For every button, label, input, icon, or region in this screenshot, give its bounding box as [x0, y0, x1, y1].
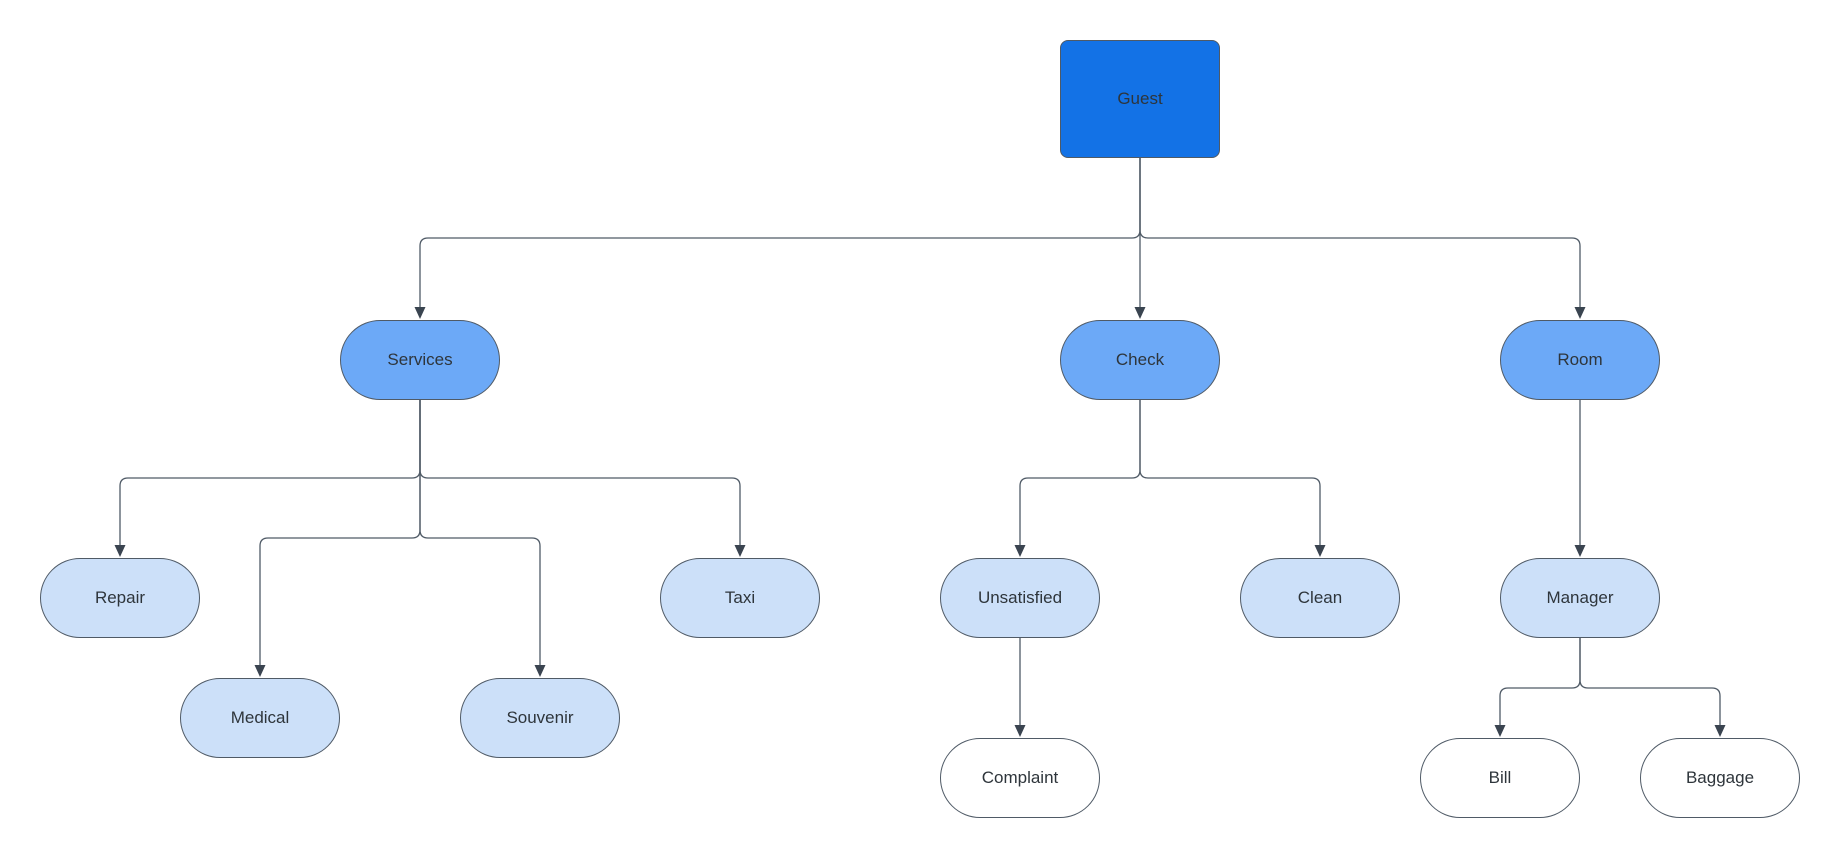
arrowhead-clean: [1314, 545, 1326, 557]
node-services: Services: [340, 320, 500, 400]
node-label: Check: [1115, 349, 1165, 369]
node-baggage: Baggage: [1640, 738, 1800, 818]
node-label: Souvenir: [506, 707, 574, 727]
node-label: Clean: [1297, 587, 1343, 607]
edge-check-unsatisfied: [1019, 400, 1141, 546]
node-label: Guest: [1117, 88, 1163, 108]
node-label: Medical: [230, 707, 290, 727]
node-unsatisfied: Unsatisfied: [940, 558, 1100, 638]
arrowhead-medical: [254, 665, 266, 677]
edge-manager-bill: [1499, 638, 1581, 726]
edge-services-medical: [259, 400, 421, 666]
edge-guest-room: [1139, 158, 1581, 308]
node-souvenir: Souvenir: [460, 678, 620, 758]
edge-guest-services: [419, 158, 1141, 308]
node-bill: Bill: [1420, 738, 1580, 818]
node-manager: Manager: [1500, 558, 1660, 638]
node-label: Baggage: [1685, 767, 1755, 787]
arrowhead-room: [1574, 307, 1586, 319]
node-label: Room: [1557, 349, 1603, 369]
node-taxi: Taxi: [660, 558, 820, 638]
node-label: Services: [387, 349, 453, 369]
node-repair: Repair: [40, 558, 200, 638]
edge-services-souvenir: [419, 400, 541, 666]
arrowhead-bill: [1494, 725, 1506, 737]
node-complaint: Complaint: [940, 738, 1100, 818]
arrowhead-complaint: [1014, 725, 1026, 737]
node-label: Taxi: [724, 587, 756, 607]
arrowhead-unsatisfied: [1014, 545, 1026, 557]
arrowhead-baggage: [1714, 725, 1726, 737]
arrowhead-repair: [114, 545, 126, 557]
node-label: Bill: [1488, 767, 1512, 787]
node-label: Manager: [1546, 587, 1614, 607]
edge-check-clean: [1139, 400, 1321, 546]
node-check: Check: [1060, 320, 1220, 400]
node-guest: Guest: [1060, 40, 1220, 158]
node-label: Unsatisfied: [977, 587, 1063, 607]
node-medical: Medical: [180, 678, 340, 758]
node-label: Repair: [94, 587, 146, 607]
edge-manager-baggage: [1579, 638, 1721, 726]
arrowhead-taxi: [734, 545, 746, 557]
node-label: Complaint: [981, 767, 1059, 787]
edge-services-repair: [119, 400, 421, 546]
arrowhead-souvenir: [534, 665, 546, 677]
node-room: Room: [1500, 320, 1660, 400]
node-clean: Clean: [1240, 558, 1400, 638]
arrowhead-manager: [1574, 545, 1586, 557]
arrowhead-check: [1134, 307, 1146, 319]
arrowhead-services: [414, 307, 426, 319]
edge-services-taxi: [419, 400, 741, 546]
